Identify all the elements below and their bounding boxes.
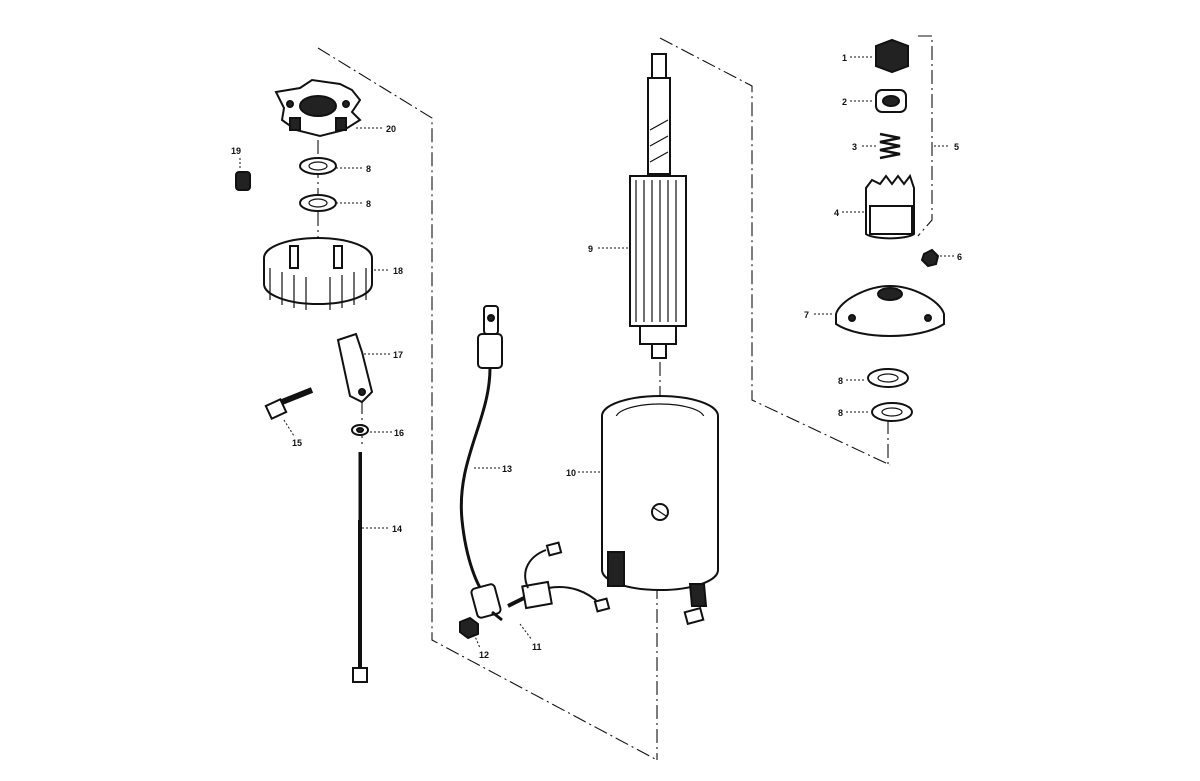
callout-18: 18	[393, 266, 403, 276]
armature-part-9	[629, 53, 687, 359]
washer-part-8-lower	[299, 194, 337, 212]
callout-6: 6	[957, 252, 962, 262]
callout-labels: 1 2 3 5 4 6 7 8 8 9 10 11 12 13 14 15 16…	[231, 53, 962, 660]
callout-14: 14	[392, 524, 402, 534]
callout-2: 2	[842, 97, 847, 107]
end-cap-part-7	[835, 284, 945, 337]
callout-11: 11	[532, 642, 542, 652]
callout-8-left-upper: 8	[366, 164, 371, 174]
bracket-part-17	[336, 332, 374, 404]
set-screw-part-19	[235, 171, 251, 191]
callout-8-right-upper: 8	[838, 376, 843, 386]
spring-part-3	[879, 132, 901, 160]
callout-1: 1	[842, 53, 847, 63]
washer-part-8-right-lower	[871, 402, 913, 422]
callout-8-right-lower: 8	[838, 408, 843, 418]
nut-part-16	[351, 424, 369, 436]
cable-lead-part-13	[459, 305, 503, 622]
callout-7: 7	[804, 310, 809, 320]
through-bolt-part-14	[352, 452, 368, 683]
callout-8-left-lower: 8	[366, 199, 371, 209]
callout-20: 20	[386, 124, 396, 134]
nut-part-12	[459, 616, 479, 640]
nut-part-1	[875, 38, 909, 74]
brush-assembly-part-11	[507, 541, 611, 613]
frame-housing-part-10	[601, 395, 719, 626]
callout-3: 3	[852, 142, 857, 152]
callout-4: 4	[834, 208, 839, 218]
callout-5: 5	[954, 142, 959, 152]
callout-leaders	[239, 56, 954, 649]
callout-16: 16	[394, 428, 404, 438]
bolt-part-15	[264, 387, 314, 421]
brush-holder-part-18	[263, 237, 373, 310]
callout-15: 15	[292, 438, 302, 448]
callout-12: 12	[479, 650, 489, 660]
callout-9: 9	[588, 244, 593, 254]
assembly-centerlines	[317, 35, 933, 761]
end-plate-part-20	[274, 78, 362, 138]
drive-pinion-part-4	[865, 173, 915, 240]
callout-10: 10	[566, 468, 576, 478]
callout-19: 19	[231, 146, 241, 156]
washer-part-8-right-upper	[867, 368, 909, 388]
washer-part-8-upper	[299, 157, 337, 175]
callout-13: 13	[502, 464, 512, 474]
spacer-part-2	[875, 89, 907, 113]
callout-17: 17	[393, 350, 403, 360]
nut-part-6	[920, 248, 940, 268]
